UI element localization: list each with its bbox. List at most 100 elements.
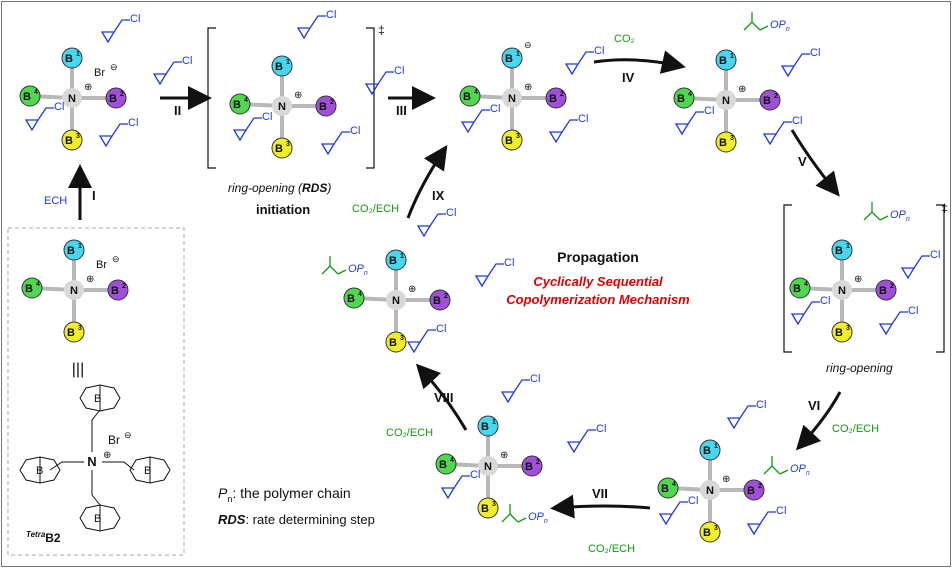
mol-ts2-label-b1: B <box>835 245 843 257</box>
central-n: N <box>87 454 96 469</box>
mol-vi-label-b3: B <box>703 527 711 539</box>
mol-ts2-bead-b3 <box>831 321 853 343</box>
mol-vi-sup-b2: 2 <box>758 483 762 490</box>
mol-vii-ep2-epoxide <box>440 475 470 500</box>
central-plus: ⊕ <box>103 450 111 461</box>
mol-ts2-ep1-cl: Cl <box>908 305 918 317</box>
mol-vi-nitrogen <box>700 480 720 500</box>
mol-viii-ep0-cl: Cl <box>446 207 456 219</box>
ts-bracket-right-1 <box>366 27 375 169</box>
mol-start-ep3-cl: Cl <box>54 101 64 113</box>
mol-vii-ep1-cl: Cl <box>596 423 606 435</box>
step-label-i: I <box>92 188 96 203</box>
mol-start-ep2-epoxide <box>98 123 128 148</box>
mol-catalyst-br-minus: ⊖ <box>112 254 120 264</box>
mol-iv-ep0-epoxide <box>780 53 810 78</box>
catalyst-dashed-box <box>7 227 185 556</box>
mol-vi-ep2-cl: Cl <box>688 495 698 507</box>
mol-ts1-label-b1: B <box>275 61 283 73</box>
mol-ts1-bead-b4 <box>229 93 251 115</box>
reagent-co2-iv: CO₂ <box>614 33 635 45</box>
mol-start-sup-b4: 4 <box>34 89 38 96</box>
mol-start-nitrogen <box>62 88 82 108</box>
mol-viii-ep2-epoxide <box>406 329 436 354</box>
mol-iii-ep2-epoxide <box>460 109 490 134</box>
arrow-step-vii <box>550 494 651 519</box>
mol-iii-ep2-cl: Cl <box>490 103 500 115</box>
mol-viii-bead-b4 <box>343 287 365 309</box>
mol-viii-label-b4: B <box>347 293 355 305</box>
alkyl-chains <box>49 409 135 506</box>
mol-viii-n-label: N <box>392 295 400 307</box>
mol-viii-label-b1: B <box>389 255 397 267</box>
mol-iii-label-b3: B <box>505 135 513 147</box>
mol-vii-bead-b4 <box>435 453 457 475</box>
bicycle-left <box>19 456 61 484</box>
mol-vii-bead-b1 <box>477 415 499 437</box>
mol-start-ep2-cl: Cl <box>128 117 138 129</box>
mol-vi-ep1-cl: Cl <box>776 505 786 517</box>
catalyst-label: TetraB2 <box>26 530 61 545</box>
ts-bracket-right-2 <box>936 204 945 353</box>
mol-catalyst-n-label: N <box>70 285 78 297</box>
mol-iii-charge: ⊕ <box>524 82 532 93</box>
mol-iii-anion0: ⊖ <box>524 40 532 50</box>
mol-ts1-charge: ⊕ <box>294 90 302 101</box>
mol-viii-ep1-epoxide <box>474 263 504 288</box>
mol-start-bead-b1 <box>61 47 83 69</box>
mol-start-label-b3: B <box>65 135 73 147</box>
mol-iv-sup-b4: 4 <box>688 91 692 98</box>
mol-start-label-b2: B <box>109 93 117 105</box>
mol-ts2-bead-b2 <box>875 279 897 301</box>
mol-ts1-ep3-epoxide <box>232 117 262 142</box>
reagent-co2-ech-vii: CO₂/ECH <box>588 543 635 555</box>
mol-start-sup-b3: 3 <box>76 133 80 140</box>
ts-bracket-left-1 <box>207 27 216 169</box>
mol-iv-label-b4: B <box>677 93 685 105</box>
mol-viii-sup-b1: 1 <box>400 253 404 260</box>
mol-vii-sup-b3: 3 <box>492 501 496 508</box>
mol-iv-bead-b3 <box>715 131 737 153</box>
mol-iv-nitrogen <box>716 90 736 110</box>
ring-opening-label: ring-opening <box>826 361 893 375</box>
mol-viii-nitrogen <box>386 290 406 310</box>
mol-catalyst-sup-b3: 3 <box>78 325 82 332</box>
mol-viii-cb0-pn: OPn <box>348 263 368 277</box>
mol-catalyst-nitrogen <box>64 280 84 300</box>
step-label-ii: II <box>174 103 181 118</box>
step-label-ix: IX <box>432 188 445 203</box>
mol-ts1-ep1-epoxide <box>364 71 394 96</box>
mol-viii-label-b2: B <box>433 295 441 307</box>
mol-start-charge: ⊕ <box>84 82 92 93</box>
step-label-iii: III <box>396 103 407 118</box>
mol-viii-cb0-carbonate <box>321 256 347 275</box>
mol-ts2-charge: ⊕ <box>854 274 862 285</box>
mol-viii-sup-b4: 4 <box>358 291 362 298</box>
mol-ts1-ep0-epoxide <box>296 15 326 40</box>
mol-iii-nitrogen <box>502 88 522 108</box>
mol-ts2-label-b2: B <box>879 285 887 297</box>
mol-iv-cb0-pn: OPn <box>770 19 790 33</box>
mol-ts2-cb0-carbonate <box>863 202 889 221</box>
mol-iii-bead-b4 <box>459 85 481 107</box>
mol-ts2-sup-b3: 3 <box>846 325 850 332</box>
step-label-vii: VII <box>592 486 608 501</box>
mechanism-title-line1: Cyclically Sequential <box>533 274 663 289</box>
mol-viii-bead-b3 <box>385 331 407 353</box>
mol-vi-sup-b3: 3 <box>714 525 718 532</box>
mol-iv-ep2-epoxide <box>674 111 704 136</box>
mol-viii-bead-b1 <box>385 249 407 271</box>
mol-iv-cb0-carbonate <box>743 12 769 31</box>
mol-vi-n-label: N <box>706 485 714 497</box>
mol-iv-ep1-cl: Cl <box>792 115 802 127</box>
mol-vi-bead-b3 <box>699 521 721 543</box>
mol-catalyst-bead-b2 <box>107 279 129 301</box>
mol-catalyst-bead-b3 <box>63 321 85 343</box>
mol-vi-charge: ⊕ <box>722 474 730 485</box>
